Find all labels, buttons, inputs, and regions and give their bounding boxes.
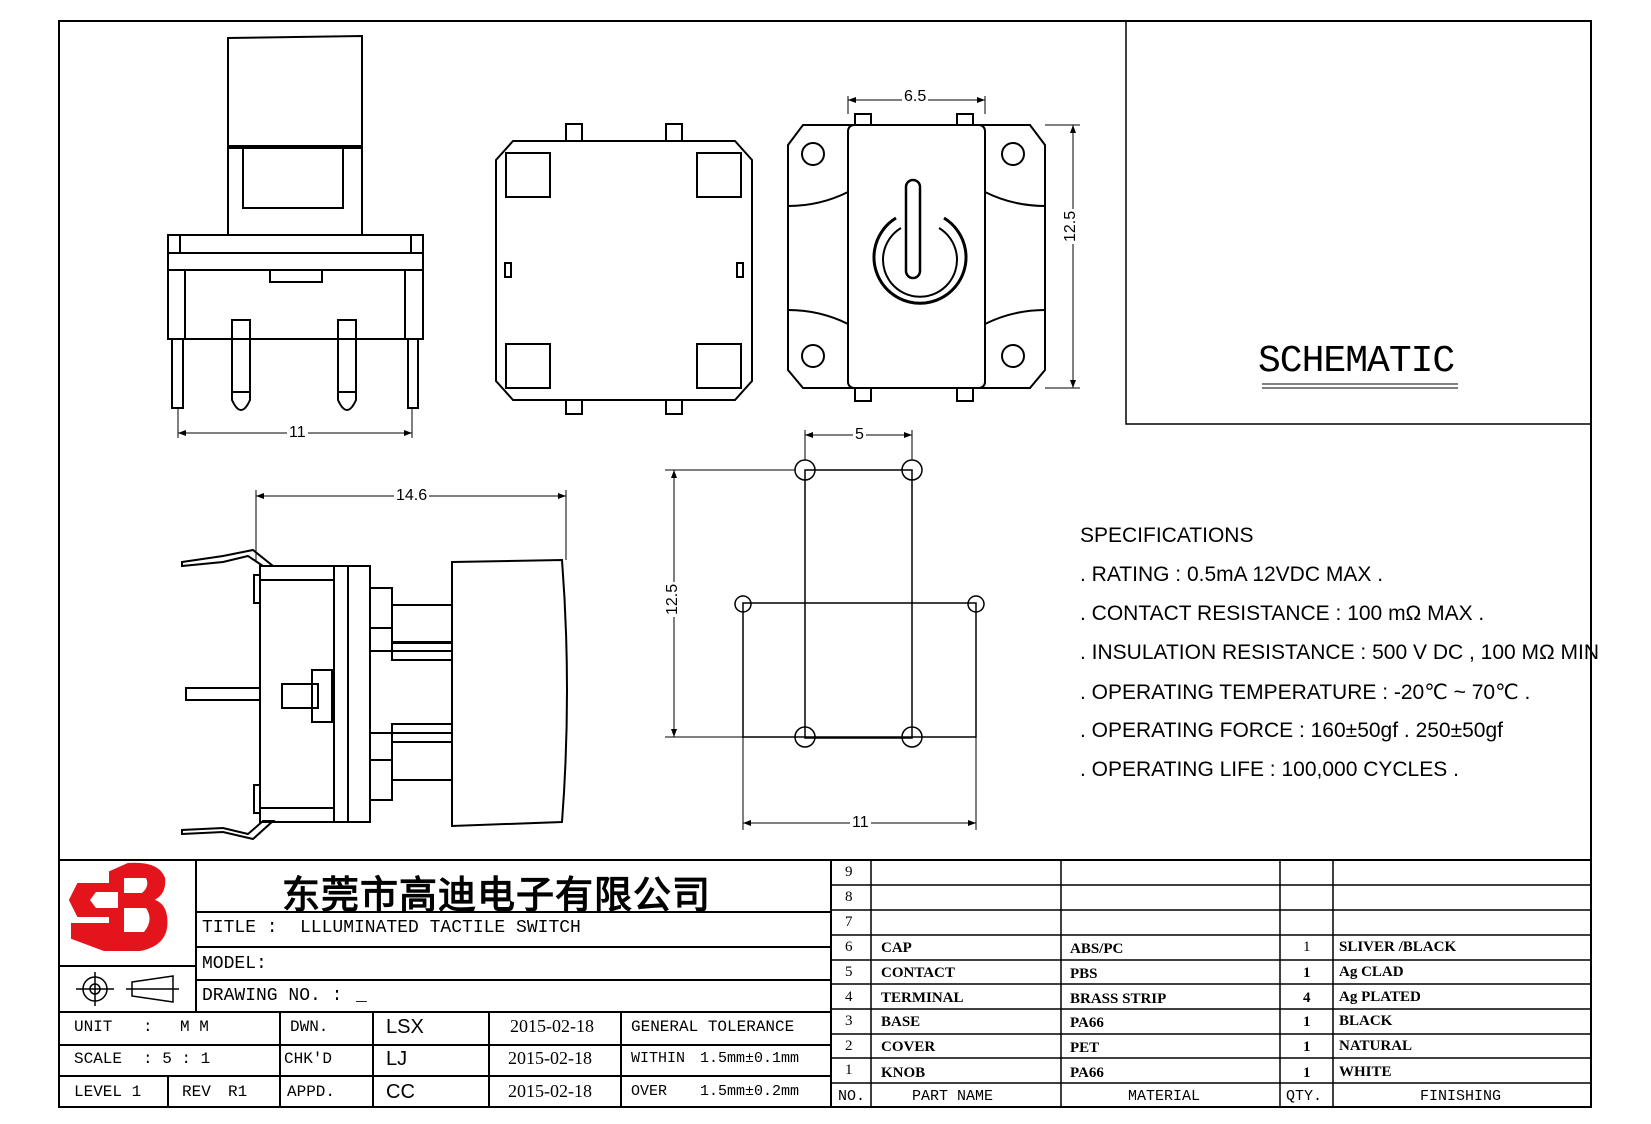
unit-label: UNIT xyxy=(74,1018,113,1036)
rev-label: REV xyxy=(182,1083,211,1101)
bom-no: 7 xyxy=(845,914,853,930)
spec-item: . RATING : 0.5mA 12VDC MAX . xyxy=(1080,563,1384,586)
within-value: 1.5mm±0.1mm xyxy=(700,1050,800,1067)
spec-item: . OPERATING TEMPERATURE : -20℃ ~ 70℃ . xyxy=(1080,681,1531,704)
bom-grid xyxy=(831,860,1591,1107)
bom-qty: 4 xyxy=(1303,990,1311,1006)
bom-material: ABS/PC xyxy=(1070,941,1124,957)
spec-item: . OPERATING FORCE : 160±50gf . 250±50gf xyxy=(1080,719,1504,742)
over-label: OVER xyxy=(631,1083,668,1100)
appd-name: CC xyxy=(386,1081,415,1103)
schematic-box xyxy=(1125,20,1592,425)
title-label: TITLE : xyxy=(202,918,278,938)
spec-heading: SPECIFICATIONS xyxy=(1080,524,1254,547)
dim-pcb-spacing: 5 xyxy=(853,426,866,444)
dim-front-width: 11 xyxy=(287,424,308,442)
dwn-label: DWN. xyxy=(290,1018,329,1036)
appd-date: 2015-02-18 xyxy=(508,1081,592,1101)
dim-top-height: 12.5 xyxy=(1062,208,1080,244)
bom-header-material: MATERIAL xyxy=(1128,1088,1201,1105)
bom-part: CONTACT xyxy=(881,965,955,981)
bottom-view xyxy=(495,123,753,415)
drawing-no-value: _ xyxy=(356,986,367,1006)
bom-part: COVER xyxy=(881,1039,936,1055)
dwn-date: 2015-02-18 xyxy=(510,1016,594,1036)
dim-pcb-width: 11 xyxy=(850,814,871,832)
front-view xyxy=(167,34,424,411)
dim-side-width: 14.6 xyxy=(394,487,430,505)
spec-item: . INSULATION RESISTANCE : 500 V DC , 100… xyxy=(1080,641,1600,664)
bom-qty: 1 xyxy=(1303,965,1311,981)
chkd-date: 2015-02-18 xyxy=(508,1048,592,1068)
level-label: LEVEL 1 xyxy=(74,1083,142,1101)
drawing-border xyxy=(58,20,1592,1108)
bom-finishing: NATURAL xyxy=(1339,1038,1413,1054)
over-value: 1.5mm±0.2mm xyxy=(700,1083,800,1100)
bom-finishing: Ag PLATED xyxy=(1339,989,1421,1005)
bom-no: 8 xyxy=(845,889,853,905)
spec-item: . CONTACT RESISTANCE : 100 mΩ MAX . xyxy=(1080,602,1485,625)
bom-no: 5 xyxy=(845,964,853,980)
rev-value: R1 xyxy=(228,1083,248,1101)
schematic-label: SCHEMATIC xyxy=(1258,340,1455,383)
chkd-label: CHK'D xyxy=(284,1050,333,1068)
bom-header-no: NO. xyxy=(838,1088,866,1105)
bom-material: BRASS STRIP xyxy=(1070,991,1167,1007)
title-value: LLLUMINATED TACTILE SWITCH xyxy=(300,918,581,938)
drawing-no-label: DRAWING NO. : xyxy=(202,986,343,1006)
bom-header-qty: QTY. xyxy=(1286,1088,1323,1105)
spec-item: . OPERATING LIFE : 100,000 CYCLES . xyxy=(1080,758,1459,781)
side-view xyxy=(181,548,568,841)
bom-header-finishing: FINISHING xyxy=(1420,1088,1502,1105)
bom-finishing: WHITE xyxy=(1339,1064,1392,1080)
bom-no: 6 xyxy=(845,939,853,955)
bom-no: 2 xyxy=(845,1038,853,1054)
title-block-grid xyxy=(59,859,1591,1107)
bom-header-part: PART NAME xyxy=(912,1088,994,1105)
top-view xyxy=(787,113,1046,402)
bom-qty: 1 xyxy=(1303,1065,1311,1081)
company-logo xyxy=(68,862,168,951)
bom-part: BASE xyxy=(881,1014,921,1030)
unit-value: M M xyxy=(180,1018,209,1036)
bom-finishing: BLACK xyxy=(1339,1013,1393,1029)
bom-finishing: SLIVER /BLACK xyxy=(1339,939,1457,955)
bom-part: KNOB xyxy=(881,1065,926,1081)
bom-no: 3 xyxy=(845,1013,853,1029)
scale-value: : 5 : 1 xyxy=(143,1050,211,1068)
bom-material: PBS xyxy=(1070,966,1098,982)
appd-label: APPD. xyxy=(287,1083,336,1101)
chkd-name: LJ xyxy=(386,1048,408,1070)
bom-material: PA66 xyxy=(1070,1065,1104,1081)
bom-qty: 1 xyxy=(1303,1039,1311,1055)
scale-label: SCALE xyxy=(74,1050,123,1068)
bom-qty: 1 xyxy=(1303,939,1311,955)
bom-material: PA66 xyxy=(1070,1015,1104,1031)
model-label: MODEL: xyxy=(202,954,267,974)
tolerance-label: GENERAL TOLERANCE xyxy=(631,1018,795,1036)
projection-symbol-icon xyxy=(76,972,179,1006)
within-label: WITHIN xyxy=(631,1050,686,1067)
bom-no: 1 xyxy=(845,1062,853,1078)
dim-pcb-height: 12.5 xyxy=(664,581,682,617)
bom-qty: 1 xyxy=(1303,1014,1311,1030)
dwn-name: LSX xyxy=(386,1016,424,1038)
dim-top-width: 6.5 xyxy=(902,88,929,106)
bom-part: TERMINAL xyxy=(881,990,964,1006)
unit-colon: : xyxy=(143,1018,153,1036)
bom-material: PET xyxy=(1070,1040,1100,1056)
bom-no: 9 xyxy=(845,864,853,880)
company-name: 东莞市高迪电子有限公司 xyxy=(282,875,712,917)
bom-no: 4 xyxy=(845,989,853,1005)
bom-part: CAP xyxy=(881,940,912,956)
bom-finishing: Ag CLAD xyxy=(1339,964,1404,980)
pcb-layout xyxy=(734,459,985,748)
